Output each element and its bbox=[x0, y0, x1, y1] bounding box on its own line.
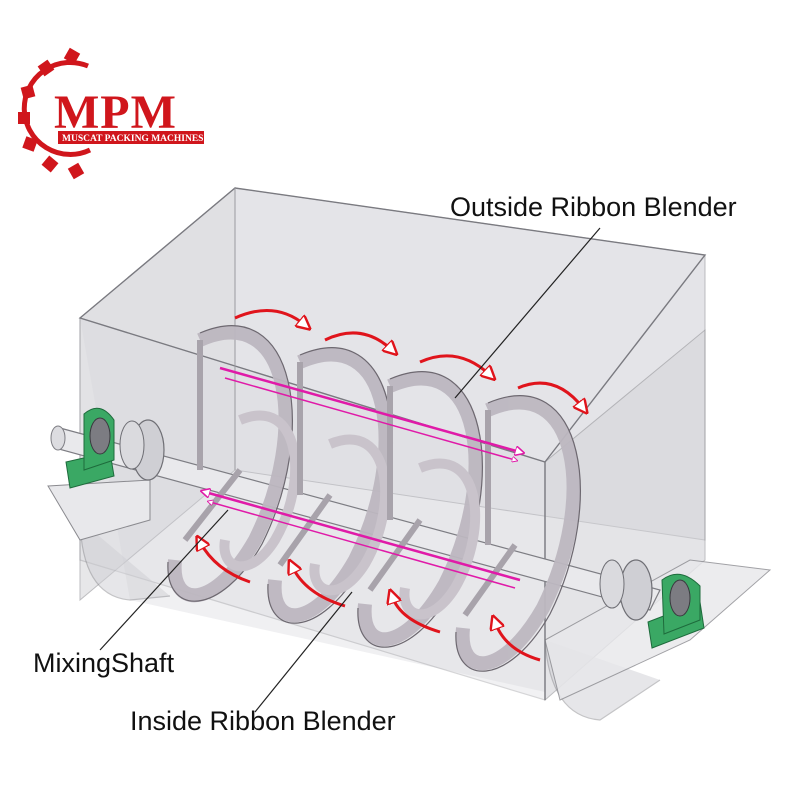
mpm-logo: MPM MUSCAT PACKING MACHINES bbox=[18, 48, 204, 179]
inside-ribbon-label: Inside Ribbon Blender bbox=[130, 706, 396, 737]
outside-ribbon-label: Outside Ribbon Blender bbox=[450, 192, 737, 223]
mixing-shaft-label: MixingShaft bbox=[33, 648, 174, 679]
logo-tagline: MUSCAT PACKING MACHINES bbox=[62, 134, 203, 144]
